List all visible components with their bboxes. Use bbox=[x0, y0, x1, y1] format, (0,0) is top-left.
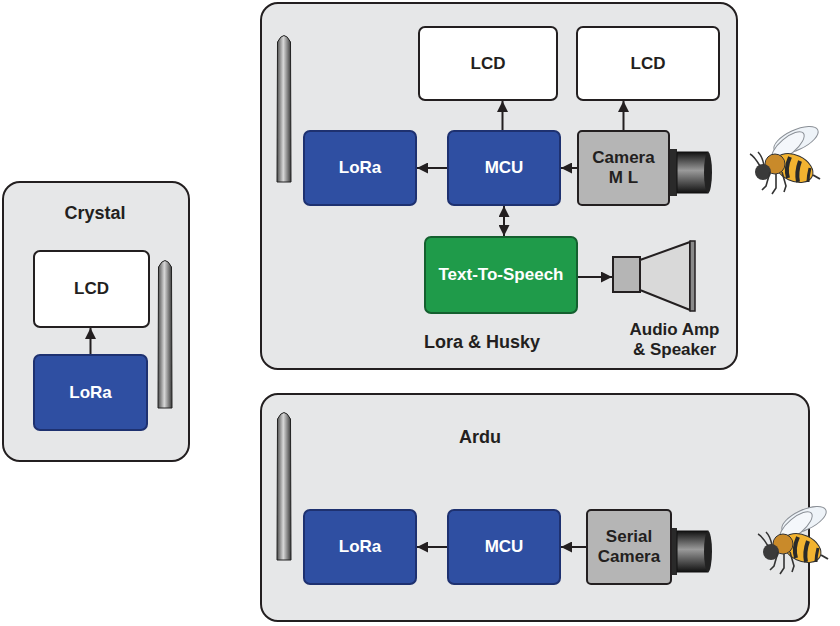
camera-lens bbox=[670, 528, 712, 575]
display-box: LCD bbox=[33, 250, 150, 328]
arrow-connector bbox=[90, 328, 92, 354]
box-label: Audio Amp & Speaker bbox=[627, 320, 723, 359]
radio-box: LoRa bbox=[33, 354, 148, 431]
tts-box: Text-To-Speech bbox=[424, 236, 578, 314]
box-label: Text-To-Speech bbox=[439, 265, 564, 285]
camera-box: Camera M L bbox=[577, 130, 670, 206]
box-label: Camera M L bbox=[588, 148, 660, 187]
antenna bbox=[277, 36, 291, 183]
speaker-icon bbox=[612, 240, 706, 312]
radio-box: LoRa bbox=[303, 130, 417, 206]
arrow-connector bbox=[578, 276, 612, 278]
mcu-box: MCU bbox=[447, 509, 561, 585]
camera-box: Serial Camera bbox=[586, 509, 672, 585]
device-panel: Lora & Husky LCD LCD LoRa MCU Camera M L Text-… bbox=[260, 2, 738, 370]
bee-illustration bbox=[758, 501, 830, 574]
device-panel: CrystalLCD LoRa bbox=[2, 181, 190, 462]
device-panel: ArduLoRa MCU Serial Camera bbox=[260, 393, 810, 622]
radio-box: LoRa bbox=[303, 509, 417, 585]
arrow-connector bbox=[417, 546, 447, 548]
box-label: MCU bbox=[485, 537, 524, 557]
box-label: Serial Camera bbox=[593, 527, 665, 566]
antenna bbox=[158, 261, 172, 409]
box-label: LoRa bbox=[69, 383, 112, 403]
speaker-cone bbox=[640, 242, 690, 310]
arrow-connector bbox=[561, 167, 577, 169]
panel-title: Crystal bbox=[64, 203, 125, 224]
box-label: LoRa bbox=[339, 158, 382, 178]
box-label: LCD bbox=[631, 54, 666, 74]
bee-illustration bbox=[750, 121, 822, 194]
arrow-connector bbox=[502, 101, 504, 130]
camera-lens bbox=[670, 149, 712, 196]
display-box: LCD bbox=[576, 26, 720, 101]
arrow-connector bbox=[503, 206, 505, 236]
box-label: MCU bbox=[485, 158, 524, 178]
panel-title: Lora & Husky bbox=[424, 332, 540, 353]
box-label: LoRa bbox=[339, 537, 382, 557]
speaker-symbol: Audio Amp & Speaker bbox=[612, 240, 737, 360]
speaker-rim bbox=[690, 241, 695, 311]
amp-body bbox=[613, 257, 640, 292]
panel-title: Ardu bbox=[459, 427, 501, 448]
display-box: LCD bbox=[418, 26, 558, 101]
mcu-box: MCU bbox=[447, 130, 561, 206]
box-label: LCD bbox=[74, 279, 109, 299]
arrow-connector bbox=[417, 167, 447, 169]
antenna bbox=[277, 413, 291, 561]
arrow-connector bbox=[561, 546, 586, 548]
box-label: LCD bbox=[471, 54, 506, 74]
arrow-connector bbox=[623, 101, 625, 130]
